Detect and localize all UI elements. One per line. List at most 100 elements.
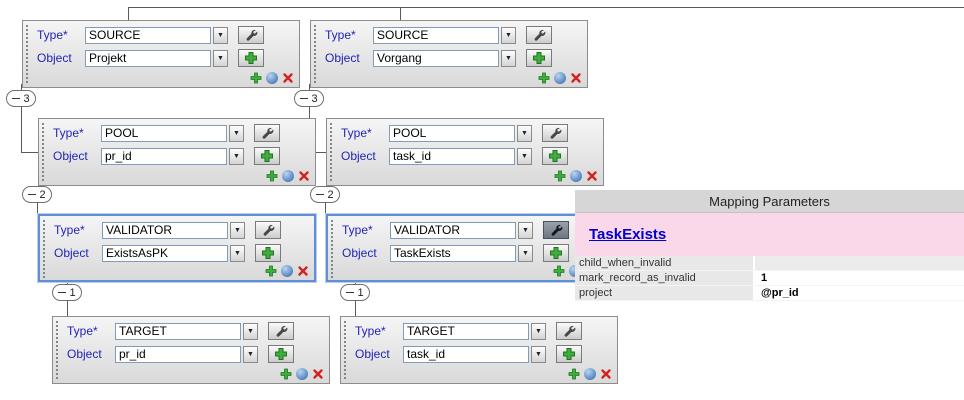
collapse-toggle-1-left[interactable]: 1 — [52, 284, 82, 301]
collapse-toggle-2-left[interactable]: 2 — [22, 186, 52, 203]
type-dropdown-button[interactable]: ▼ — [517, 124, 532, 142]
sphere-icon[interactable] — [570, 170, 582, 182]
object-combobox[interactable]: Vorgang — [373, 49, 499, 67]
parameter-value[interactable] — [755, 256, 964, 271]
object-dropdown-button[interactable]: ▼ — [213, 49, 228, 67]
type-combobox[interactable]: VALIDATOR — [390, 221, 516, 239]
delete-icon[interactable] — [297, 265, 309, 277]
parameter-value[interactable]: @pr_id — [755, 286, 964, 301]
add-icon[interactable] — [266, 170, 278, 182]
type-dropdown-button[interactable]: ▼ — [230, 221, 245, 239]
panel-actions — [280, 368, 324, 380]
object-value: TaskExists — [394, 246, 451, 260]
drag-handle[interactable] — [342, 319, 348, 381]
sphere-icon[interactable] — [584, 368, 596, 380]
object-label: Object — [342, 246, 377, 260]
object-value: pr_id — [119, 347, 146, 361]
delete-icon[interactable] — [282, 72, 294, 84]
object-dropdown-button[interactable]: ▼ — [501, 49, 516, 67]
add-icon[interactable] — [553, 265, 565, 277]
chevron-down-icon: ▼ — [233, 129, 240, 137]
parameter-value[interactable]: 1 — [755, 271, 964, 286]
object-dropdown-button[interactable]: ▼ — [517, 147, 532, 165]
object-dropdown-button[interactable]: ▼ — [531, 345, 546, 363]
add-icon[interactable] — [265, 265, 277, 277]
sphere-icon[interactable] — [266, 72, 278, 84]
collapse-toggle-1-right[interactable]: 1 — [340, 284, 370, 301]
type-combobox[interactable]: SOURCE — [373, 26, 499, 44]
edit-rule-button[interactable] — [543, 221, 569, 239]
type-combobox[interactable]: TARGET — [403, 322, 529, 340]
delete-icon[interactable] — [298, 170, 310, 182]
add-object-button[interactable] — [543, 244, 569, 262]
type-dropdown-button[interactable]: ▼ — [531, 322, 546, 340]
delete-icon[interactable] — [600, 368, 612, 380]
sphere-icon[interactable] — [554, 72, 566, 84]
drag-handle[interactable] — [328, 121, 334, 183]
sphere-icon[interactable] — [296, 368, 308, 380]
add-object-button[interactable] — [542, 147, 568, 165]
edit-rule-button[interactable] — [254, 124, 280, 142]
add-object-button[interactable] — [526, 49, 552, 67]
type-dropdown-button[interactable]: ▼ — [518, 221, 533, 239]
edit-rule-button[interactable] — [542, 124, 568, 142]
add-icon[interactable] — [250, 72, 262, 84]
add-icon[interactable] — [538, 72, 550, 84]
sphere-icon[interactable] — [282, 170, 294, 182]
delete-icon[interactable] — [312, 368, 324, 380]
object-dropdown-button[interactable]: ▼ — [243, 345, 258, 363]
add-object-button[interactable] — [556, 345, 582, 363]
edit-rule-button[interactable] — [238, 26, 264, 44]
edit-rule-button[interactable] — [268, 322, 294, 340]
edit-rule-button[interactable] — [255, 221, 281, 239]
panel-source-right: Type* SOURCE ▼ Object Vorgang ▼ — [310, 20, 588, 88]
object-combobox[interactable]: ExistsAsPK — [102, 244, 228, 262]
edit-rule-button[interactable] — [526, 26, 552, 44]
object-combobox[interactable]: task_id — [389, 147, 515, 165]
mapping-parameters-panel: Mapping Parameters TaskExists child_when… — [575, 190, 964, 301]
type-dropdown-button[interactable]: ▼ — [501, 26, 516, 44]
object-combobox[interactable]: pr_id — [101, 147, 227, 165]
object-combobox[interactable]: TaskExists — [390, 244, 516, 262]
type-combobox[interactable]: VALIDATOR — [102, 221, 228, 239]
object-combobox[interactable]: Projekt — [85, 49, 211, 67]
sphere-icon[interactable] — [281, 265, 293, 277]
drag-handle[interactable] — [54, 319, 60, 381]
drag-handle[interactable] — [24, 23, 30, 85]
chevron-down-icon: ▼ — [217, 31, 224, 39]
object-combobox[interactable]: pr_id — [115, 345, 241, 363]
add-icon[interactable] — [554, 170, 566, 182]
add-icon[interactable] — [568, 368, 580, 380]
add-object-button[interactable] — [238, 49, 264, 67]
add-object-button[interactable] — [255, 244, 281, 262]
type-combobox[interactable]: POOL — [101, 124, 227, 142]
drag-handle[interactable] — [312, 23, 318, 85]
type-combobox[interactable]: POOL — [389, 124, 515, 142]
type-combobox[interactable]: SOURCE — [85, 26, 211, 44]
add-object-button[interactable] — [268, 345, 294, 363]
collapse-toggle-3-right[interactable]: 3 — [294, 90, 324, 107]
parameter-row: mark_record_as_invalid 1 — [575, 271, 964, 286]
object-combobox[interactable]: task_id — [403, 345, 529, 363]
object-dropdown-button[interactable]: ▼ — [229, 147, 244, 165]
edit-rule-button[interactable] — [556, 322, 582, 340]
type-dropdown-button[interactable]: ▼ — [229, 124, 244, 142]
type-dropdown-button[interactable]: ▼ — [213, 26, 228, 44]
collapse-toggle-2-right[interactable]: 2 — [310, 186, 340, 203]
type-dropdown-button[interactable]: ▼ — [243, 322, 258, 340]
connector-number: 2 — [39, 188, 46, 201]
drag-handle[interactable] — [40, 121, 46, 183]
drag-handle[interactable] — [41, 218, 47, 278]
drag-handle[interactable] — [329, 218, 335, 278]
validator-link[interactable]: TaskExists — [589, 226, 667, 243]
object-dropdown-button[interactable]: ▼ — [518, 244, 533, 262]
type-combobox[interactable]: TARGET — [115, 322, 241, 340]
delete-icon[interactable] — [570, 72, 582, 84]
object-value: pr_id — [105, 149, 132, 163]
delete-icon[interactable] — [586, 170, 598, 182]
object-dropdown-button[interactable]: ▼ — [230, 244, 245, 262]
add-icon[interactable] — [280, 368, 292, 380]
add-object-button[interactable] — [254, 147, 280, 165]
type-row: Type* POOL ▼ — [341, 124, 603, 142]
collapse-toggle-3-left[interactable]: 3 — [6, 90, 36, 107]
